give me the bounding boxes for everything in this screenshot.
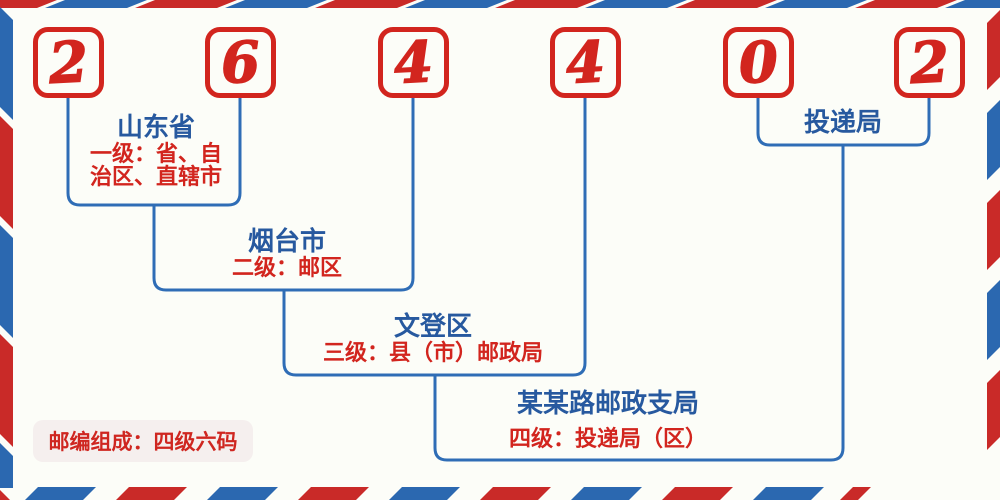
border-stripe-left bbox=[0, 334, 13, 447]
footer-note: 邮编组成：四级六码 bbox=[33, 420, 253, 462]
digit-1: 2 bbox=[47, 28, 91, 97]
digit-4: 4 bbox=[564, 28, 608, 97]
border-stripe-top bbox=[855, 0, 957, 8]
border-stripe-top bbox=[765, 0, 867, 8]
digit-box-6: 2 bbox=[894, 27, 965, 98]
level5-name: 投递局 bbox=[803, 107, 883, 137]
level3-desc: 三级：县（市）邮政局 bbox=[322, 340, 544, 365]
level4-label: 某某路邮政支局 四级：投递局（区） bbox=[509, 388, 707, 450]
level3-label: 文登区 三级：县（市）邮政局 bbox=[323, 311, 543, 364]
digit-3: 4 bbox=[392, 28, 436, 97]
border-stripe-bottom bbox=[207, 487, 278, 500]
border-stripe-bottom bbox=[480, 487, 551, 500]
digit-box-3: 4 bbox=[378, 27, 449, 98]
border-stripe-bottom bbox=[389, 487, 460, 500]
border-stripe-left bbox=[0, 490, 10, 500]
digit-box-5: 0 bbox=[723, 27, 794, 98]
level1-label: 山东省 一级：省、自 治区、直辖市 bbox=[90, 112, 222, 188]
border-stripe-top bbox=[0, 0, 57, 8]
level1-desc-line2: 治区、直辖市 bbox=[89, 164, 223, 189]
level1-name: 山东省 bbox=[116, 112, 196, 142]
border-stripe-left bbox=[0, 7, 13, 120]
border-stripe-right bbox=[987, 280, 1000, 360]
border-stripe-top bbox=[315, 0, 417, 8]
border-stripe-bottom bbox=[662, 487, 733, 500]
border-stripe-top bbox=[585, 0, 687, 8]
border-stripe-bottom bbox=[840, 487, 871, 500]
connector-level4 bbox=[433, 145, 845, 462]
border-stripe-top bbox=[945, 0, 1000, 8]
border-stripe-left bbox=[0, 443, 13, 488]
digit-box-2: 6 bbox=[205, 27, 276, 98]
footer-note-text: 邮编组成：四级六码 bbox=[48, 431, 238, 454]
digit-6: 2 bbox=[908, 28, 952, 97]
border-stripe-top bbox=[45, 0, 147, 8]
border-stripe-top bbox=[135, 0, 237, 8]
level5-label: 投递局 bbox=[804, 107, 882, 137]
level1-desc-line1: 一级：省、自 bbox=[89, 141, 223, 166]
level3-name: 文登区 bbox=[393, 311, 473, 341]
level2-name: 烟台市 bbox=[247, 226, 327, 256]
level4-desc: 四级：投递局（区） bbox=[508, 426, 708, 451]
border-stripe-top bbox=[495, 0, 597, 8]
connector-level5 bbox=[756, 98, 931, 147]
digit-5: 0 bbox=[737, 28, 781, 97]
border-stripe-bottom bbox=[753, 487, 824, 500]
border-stripe-top bbox=[405, 0, 507, 8]
border-stripe-left bbox=[0, 116, 13, 229]
border-stripe-right bbox=[987, 190, 1000, 270]
digit-box-1: 2 bbox=[33, 27, 104, 98]
border-stripe-bottom bbox=[25, 487, 96, 500]
level2-label: 烟台市 二级：邮区 bbox=[232, 226, 342, 279]
border-stripe-bottom bbox=[571, 487, 642, 500]
digit-box-4: 4 bbox=[550, 27, 621, 98]
border-stripe-left bbox=[0, 225, 13, 338]
level2-desc: 二级：邮区 bbox=[231, 255, 343, 280]
border-stripe-bottom bbox=[116, 487, 187, 500]
border-stripe-top bbox=[225, 0, 327, 8]
border-stripe-right bbox=[987, 370, 1000, 450]
border-stripe-right bbox=[987, 100, 1000, 180]
border-stripe-right bbox=[987, 10, 1000, 90]
digit-2: 6 bbox=[219, 28, 263, 97]
level4-name: 某某路邮政支局 bbox=[516, 388, 700, 418]
border-stripe-bottom bbox=[298, 487, 369, 500]
border-stripe-top bbox=[675, 0, 777, 8]
